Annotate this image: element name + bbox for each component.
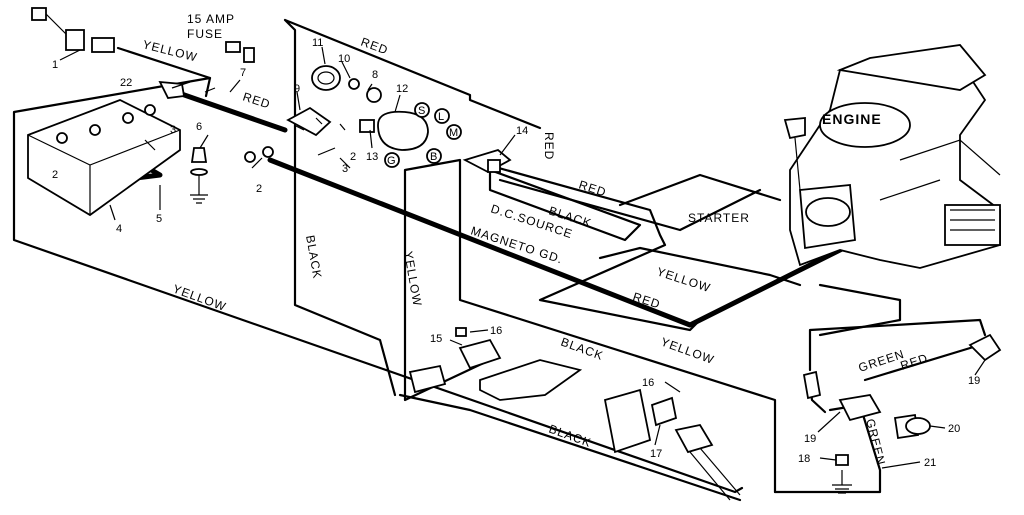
terminal-g: G: [387, 155, 396, 167]
callout-11: 11: [312, 37, 323, 49]
callout-12: 12: [396, 83, 408, 95]
callout-21: 21: [924, 457, 936, 469]
terminal-block: [286, 106, 332, 137]
light-switch: [408, 327, 583, 401]
wire-red-upper: [498, 178, 762, 232]
callout-13: 13: [366, 151, 378, 163]
terminal-b: B: [430, 151, 437, 163]
callout-3b: 3: [342, 163, 348, 175]
engine-label: ENGINE: [822, 111, 882, 127]
wire-engine-lower: [818, 283, 902, 337]
callout-4: 4: [116, 223, 122, 235]
wire-label-yellow-top: YELLOW: [141, 37, 199, 64]
wire-label-yellow-lower: YELLOW: [171, 282, 228, 314]
wire-black-loop: [283, 18, 542, 397]
callout-20: 20: [948, 423, 960, 435]
callout-10: 10: [338, 53, 350, 65]
callout-2c: 2: [350, 151, 356, 163]
callout-15: 15: [430, 333, 442, 345]
callout-14: 14: [516, 125, 528, 137]
callout-19a: 19: [968, 375, 980, 387]
wire-label-red-harness: RED: [577, 178, 608, 200]
fuse: [225, 41, 255, 63]
callout-18: 18: [798, 453, 810, 465]
callout-5: 5: [156, 213, 162, 225]
callout-8: 8: [372, 69, 378, 81]
callout-19b: 19: [804, 433, 816, 445]
wire-yellow-connector: [116, 46, 212, 98]
wire-label-black-bottom: BLACK: [547, 422, 593, 450]
callout-3a: 3: [170, 124, 176, 136]
wire-red-to-engine: [598, 173, 802, 287]
wire-label-red-cable: RED: [241, 90, 272, 112]
callout-16a: 16: [490, 325, 502, 337]
headlight-socket: [802, 333, 1002, 440]
wire-label-yellow-middle: YELLOW: [659, 335, 716, 367]
battery: [27, 99, 181, 217]
wire-yellow-middle: [403, 158, 777, 494]
callout-17: 17: [650, 448, 662, 460]
connector-plug: [31, 7, 115, 53]
ground-bolt: [190, 147, 208, 204]
wire-label-yellow-engine: YELLOW: [655, 265, 713, 296]
terminal-m: M: [449, 127, 458, 139]
callout-6: 6: [196, 121, 202, 133]
terminal-l: L: [438, 111, 444, 123]
terminal-s: S: [418, 105, 425, 117]
callout-16b: 16: [642, 377, 654, 389]
wire-label-black-vertical: BLACK: [303, 234, 324, 280]
harness-connector: [462, 148, 512, 174]
wire-dc-source-box: [488, 168, 642, 242]
callout-22: 22: [120, 77, 132, 89]
cable-negative: [267, 157, 863, 328]
callout-7: 7: [240, 67, 246, 79]
callout-2b: 2: [256, 183, 262, 195]
wire-yellow-outer-loop: [12, 76, 744, 494]
cable-positive: [167, 87, 288, 133]
wire-black-lower: [398, 393, 742, 502]
solenoid: [359, 102, 462, 168]
wire-label-green-vertical: GREEN: [863, 417, 888, 467]
fuse-label-line2: FUSE: [187, 27, 223, 41]
key-switch: [311, 65, 382, 103]
starter-label: STARTER: [688, 211, 750, 225]
ground-bolt-lower: [832, 454, 852, 494]
seat-switch: [603, 388, 741, 501]
wire-label-red-vertical: RED: [542, 132, 556, 160]
fuse-label-line1: 15 AMP: [187, 12, 235, 26]
callout-1: 1: [52, 59, 58, 71]
callout-2a: 2: [52, 169, 58, 181]
wire-green-red-harness: [773, 318, 987, 494]
bolt-washer: [244, 146, 336, 163]
terminal-boot: [158, 80, 186, 99]
callout-9: 9: [294, 83, 300, 95]
engine: [783, 44, 1001, 269]
wire-label-red-top: RED: [359, 35, 390, 58]
